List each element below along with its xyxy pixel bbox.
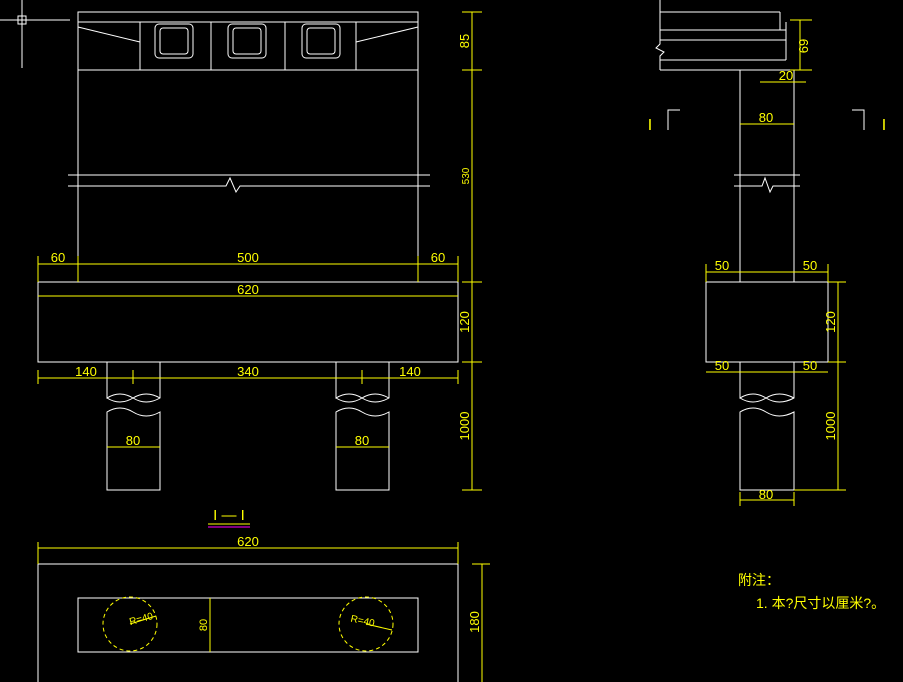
dim-50-bottom-right: 50 [803, 358, 817, 373]
dim-500: 500 [237, 250, 259, 265]
dim-60-right: 60 [431, 250, 445, 265]
dim-1000-side: 1000 [823, 412, 838, 441]
dim-120: 120 [457, 311, 472, 333]
dim-620-section: 620 [237, 534, 259, 549]
dim-80-left-pile: 80 [126, 433, 140, 448]
dim-80-right-pile: 80 [355, 433, 369, 448]
radius-right: R=40 [350, 614, 376, 630]
section-mark-right: I [882, 117, 886, 134]
crosshair-cursor [0, 0, 70, 68]
side-view [655, 0, 865, 491]
dim-20: 20 [779, 68, 793, 83]
dim-140-right: 140 [399, 364, 421, 379]
dim-50-bottom-left: 50 [715, 358, 729, 373]
radius-left: R=40 [128, 611, 155, 628]
dim-120-side: 120 [823, 311, 838, 333]
section-view-dimensions [37, 542, 490, 682]
front-view-dimensions [37, 11, 482, 491]
dim-140-left: 140 [75, 364, 97, 379]
section-view [37, 563, 459, 682]
dim-80-column: 80 [759, 110, 773, 125]
dim-1000: 1000 [457, 412, 472, 441]
section-title: I — I [213, 507, 245, 524]
section-mark-left: I [648, 117, 652, 134]
dim-530: 530 [461, 167, 472, 184]
side-view-dimensions [705, 19, 846, 506]
dim-620: 620 [237, 282, 259, 297]
dim-85: 85 [457, 34, 472, 48]
notes-heading: 附注： [738, 572, 780, 588]
dim-50-top-right: 50 [803, 258, 817, 273]
dim-180: 180 [467, 611, 482, 633]
dim-50-top-left: 50 [715, 258, 729, 273]
dim-80-side-pile: 80 [759, 487, 773, 502]
front-view [37, 11, 459, 491]
notes-line-1: 1. 本?尺寸以厘米?。 [756, 595, 885, 611]
dim-80-section: 80 [198, 619, 210, 631]
dim-340: 340 [237, 364, 259, 379]
dim-69: 69 [796, 39, 811, 53]
dim-60-left: 60 [51, 250, 65, 265]
